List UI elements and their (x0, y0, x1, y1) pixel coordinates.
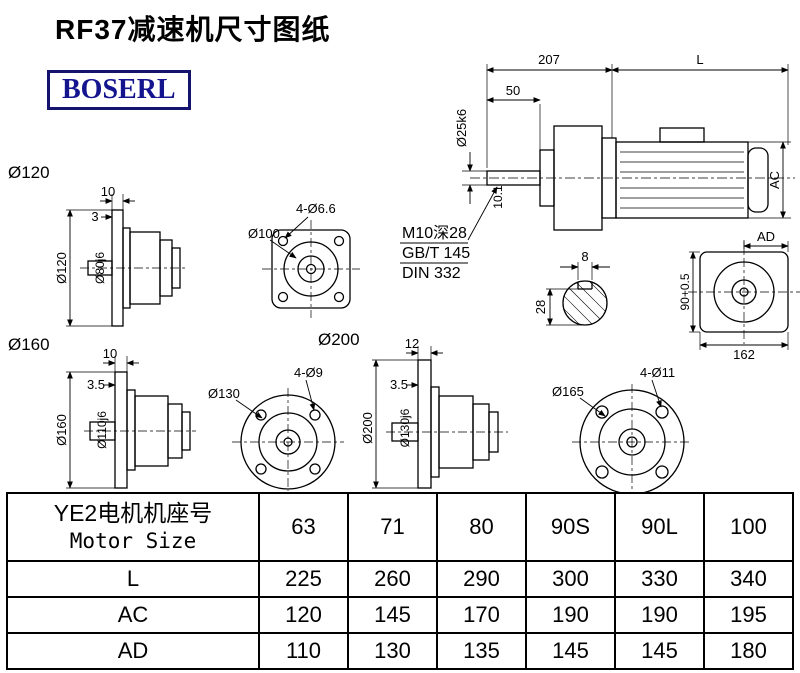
table-row-AC: AC 120 145 170 190 190 195 (6, 596, 794, 634)
label-d200: Ø200 (318, 330, 360, 349)
callout-flange130-holes: 4-Ø9 (294, 365, 323, 380)
size-71: 71 (347, 492, 438, 562)
dim-120-t1: 10 (101, 184, 115, 199)
dim-L: L (696, 52, 703, 67)
AD-63: 110 (258, 632, 349, 670)
drawing-side-view (688, 240, 800, 350)
dim-160-t1: 10 (103, 346, 117, 361)
L-90S: 300 (525, 560, 616, 598)
dim-200-t1: 12 (405, 336, 419, 351)
size-90L: 90L (614, 492, 705, 562)
dim-200-t2: 3.5 (390, 377, 408, 392)
AD-80: 135 (436, 632, 527, 670)
AC-90S: 190 (525, 596, 616, 634)
AD-71: 130 (347, 632, 438, 670)
callout-flange165-holes: 4-Ø11 (640, 365, 675, 380)
AC-90L: 190 (614, 596, 705, 634)
label-d120: Ø120 (8, 163, 50, 182)
dim-50: 50 (506, 83, 520, 98)
brand-logo: BOSERL (47, 70, 191, 110)
dim-shaft-dia: Ø25k6 (454, 109, 469, 147)
size-63: 63 (258, 492, 349, 562)
callout-tap: M10深28 (402, 224, 467, 242)
row-label-AC: AC (6, 596, 260, 634)
drawing-unit-200 (372, 346, 508, 489)
drawing-flange-130 (232, 379, 344, 491)
size-90S: 90S (525, 492, 616, 562)
header-motor-size: YE2电机机座号 Motor Size (6, 492, 260, 562)
drawing-unit-120 (66, 194, 188, 327)
dim-120-t2: 3 (91, 209, 98, 224)
label-d160: Ø160 (8, 335, 50, 354)
dim-keyway-width: 8 (581, 249, 588, 264)
AC-100: 195 (703, 596, 794, 634)
size-100: 100 (703, 492, 794, 562)
dim-120-pilot: Ø80j6 (93, 252, 107, 284)
table-row-L: L 225 260 290 300 330 340 (6, 560, 794, 598)
page-title: RF37减速机尺寸图纸 (55, 14, 331, 45)
drawing-main-assembly (400, 64, 795, 264)
dim-162: 162 (733, 347, 755, 362)
callout-std2: DIN 332 (402, 265, 461, 282)
row-label-L: L (6, 560, 260, 598)
AD-90S: 145 (525, 632, 616, 670)
callout-flange100-holes: 4-Ø6.6 (296, 201, 336, 216)
AC-80: 170 (436, 596, 527, 634)
callout-flange165-dia: Ø165 (552, 384, 584, 399)
header-motor-size-en: Motor Size (69, 529, 197, 554)
L-100: 340 (703, 560, 794, 598)
dim-160-t2: 3.5 (87, 377, 105, 392)
size-80: 80 (436, 492, 527, 562)
drawing-flange-100 (262, 216, 360, 318)
AD-100: 180 (703, 632, 794, 670)
AC-71: 145 (347, 596, 438, 634)
L-63: 225 (258, 560, 349, 598)
table-header-row: YE2电机机座号 Motor Size 63 71 80 90S 90L 100 (6, 492, 794, 562)
callout-std1: GB/T 145 (402, 245, 470, 262)
AD-90L: 145 (614, 632, 705, 670)
dim-160-pilot: Ø110j6 (95, 411, 109, 449)
motor-size-table: YE2电机机座号 Motor Size 63 71 80 90S 90L 100… (6, 492, 794, 670)
drawing-unit-160 (66, 356, 196, 489)
dim-160-flange: Ø160 (54, 414, 69, 446)
dim-200-flange: Ø200 (360, 412, 375, 444)
dim-120-flange: Ø120 (54, 252, 69, 284)
header-motor-size-cn: YE2电机机座号 (53, 500, 213, 527)
technical-drawing-canvas: 207 L 50 Ø25k6 AC 10.1 M10深28 GB/T 145 D… (8, 52, 800, 492)
callout-flange130-dia: Ø130 (208, 386, 240, 401)
table-row-AD: AD 110 130 135 145 145 180 (6, 632, 794, 670)
dim-207: 207 (538, 52, 560, 67)
dim-keyway-height: 28 (533, 300, 548, 314)
row-label-AD: AD (6, 632, 260, 670)
dim-200-pilot: Ø130j6 (398, 408, 412, 447)
dim-AD: AD (757, 229, 775, 244)
L-90L: 330 (614, 560, 705, 598)
dim-AC: AC (767, 171, 782, 189)
callout-flange100-dia: Ø100 (248, 226, 280, 241)
drawing-shaft-section (546, 262, 610, 326)
drawing-flange-165 (572, 379, 692, 492)
dim-90: 90+0.5 (678, 273, 692, 310)
AC-63: 120 (258, 596, 349, 634)
dim-key-depth: 10.1 (491, 185, 505, 209)
L-80: 290 (436, 560, 527, 598)
L-71: 260 (347, 560, 438, 598)
